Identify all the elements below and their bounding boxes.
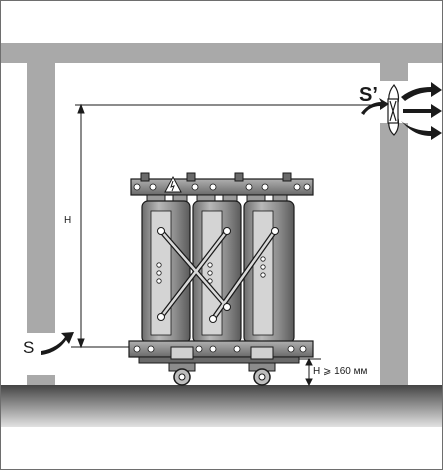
inlet-label: S bbox=[23, 338, 35, 357]
bottom-yoke bbox=[128, 340, 314, 358]
fan-icon bbox=[387, 84, 400, 136]
left-wall-upper bbox=[27, 63, 55, 333]
high-voltage-warning-icon bbox=[164, 175, 182, 193]
right-wall-upper bbox=[380, 63, 408, 81]
ceiling-band bbox=[1, 43, 442, 63]
transformer bbox=[128, 172, 314, 386]
wheel-left bbox=[168, 362, 196, 386]
outlet-arrow-icon bbox=[401, 82, 442, 140]
clearance-label: H ⩾ 160 мм bbox=[313, 366, 368, 377]
height-dimension bbox=[71, 103, 129, 349]
floor bbox=[1, 385, 442, 427]
inlet-arrow-icon bbox=[41, 332, 74, 355]
base-frame bbox=[138, 356, 300, 364]
coil-middle bbox=[192, 200, 242, 344]
right-wall-column bbox=[380, 123, 408, 385]
outlet-label: S’ bbox=[359, 84, 378, 106]
coil-right bbox=[243, 200, 295, 344]
left-wall-lower bbox=[27, 375, 55, 385]
height-label: H bbox=[64, 215, 72, 226]
wheel-right bbox=[248, 362, 276, 386]
coil-left bbox=[141, 200, 191, 344]
fan-inflow-arrow-icon bbox=[361, 98, 389, 115]
